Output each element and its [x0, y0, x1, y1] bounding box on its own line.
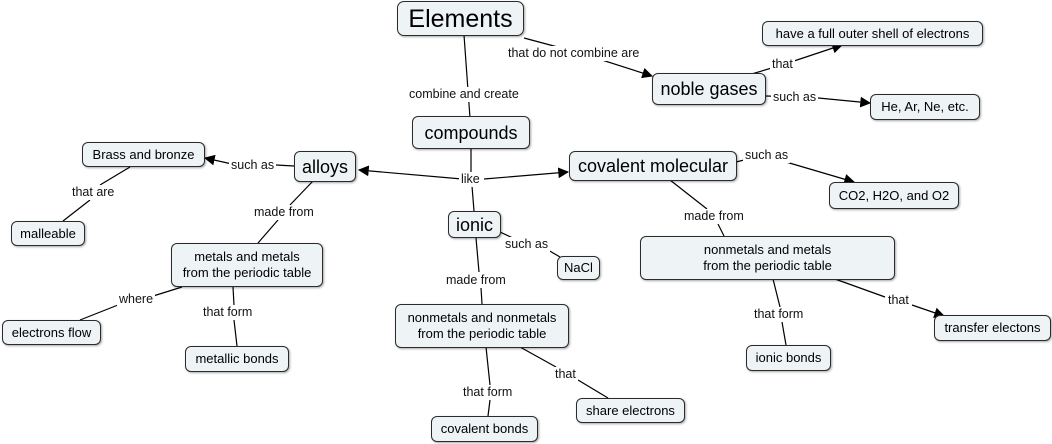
- node-electrons-flow[interactable]: electrons flow: [2, 320, 101, 345]
- link-nonmetals-to-that: [519, 346, 557, 368]
- link-suchas-to-brass: [203, 154, 233, 166]
- link-thatform-to-ionic-bonds: [781, 321, 787, 346]
- link-metals-to-thatform: [232, 286, 235, 306]
- link-madefrom-to-metals: [257, 219, 279, 244]
- node-share-electrons[interactable]: share electrons: [576, 398, 685, 423]
- link-metals-to-where: [149, 286, 183, 298]
- node-malleable[interactable]: malleable: [11, 221, 85, 246]
- label-made-from-ionic: made from: [444, 273, 508, 288]
- link-like-to-covalent: [483, 167, 570, 180]
- node-nonmetals-metals[interactable]: nonmetals and metals from the periodic t…: [640, 236, 895, 280]
- link-like-to-alloys: [357, 165, 463, 180]
- node-he-ar-ne[interactable]: He, Ar, Ne, etc.: [870, 94, 980, 120]
- node-compounds[interactable]: compounds: [412, 116, 530, 149]
- link-suchas-to-co2: [785, 161, 856, 185]
- link-thatform-to-covalent-bonds: [487, 399, 491, 417]
- link-ionic-to-madefrom: [475, 237, 480, 273]
- node-noble-gases[interactable]: noble gases: [652, 73, 766, 105]
- link-thatform-to-metallic: [233, 319, 238, 347]
- link-madefrom-to-nonmetals: [480, 287, 483, 305]
- node-nonmetals-nonmetals[interactable]: nonmetals and nonmetals from the periodi…: [395, 304, 569, 348]
- node-metallic-bonds[interactable]: metallic bonds: [185, 346, 289, 372]
- label-such-as-covalent: such as: [743, 148, 791, 163]
- link-covalent-to-suchas: [735, 159, 745, 163]
- label-that-form-metallic: that form: [201, 305, 255, 320]
- label-such-as-alloys: such as: [229, 158, 277, 173]
- label-that-do-not-combine: that do not combine are: [506, 46, 642, 61]
- label-that-transfer: that: [886, 293, 911, 308]
- link-nonmetals-metals-to-that: [834, 278, 886, 298]
- node-transfer-electons[interactable]: transfer electons: [934, 315, 1051, 341]
- label-such-as-ionic: such as: [503, 237, 551, 252]
- node-ionic[interactable]: ionic: [448, 211, 501, 238]
- link-nonmetals-metals-to-thatform: [772, 278, 781, 308]
- node-brass-bronze[interactable]: Brass and bronze: [82, 142, 205, 167]
- label-that-form-ionic: that form: [752, 307, 806, 322]
- link-that-to-transfer: [911, 304, 946, 318]
- link-that-are-to-malleable: [62, 199, 91, 222]
- node-full-outer-shell[interactable]: have a full outer shell of electrons: [762, 21, 983, 46]
- link-nonmetals-to-thatform: [485, 346, 491, 386]
- link-that-to-share: [577, 379, 609, 399]
- label-like: like: [459, 172, 482, 187]
- label-that-are: that are: [70, 185, 117, 200]
- node-metals-metals[interactable]: metals and metals from the periodic tabl…: [171, 243, 323, 287]
- link-madefrom-to-nonmetals-metals: [717, 223, 725, 237]
- link-elements-to-combine-label: [463, 34, 471, 119]
- label-where: where: [117, 292, 156, 307]
- node-covalent-molecular[interactable]: covalent molecular: [569, 151, 737, 181]
- node-co2-h2o-o2[interactable]: CO2, H2O, and O2: [829, 182, 959, 209]
- node-ionic-bonds[interactable]: ionic bonds: [746, 345, 831, 371]
- link-brass-to-that-are: [99, 166, 131, 186]
- label-that-share: that: [553, 367, 578, 382]
- label-that-noble: that: [770, 57, 795, 72]
- node-elements[interactable]: Elements: [397, 1, 524, 36]
- label-that-form-covalent: that form: [461, 385, 515, 400]
- link-where-to-electrons-flow: [79, 304, 119, 321]
- label-made-from-alloys: made from: [252, 205, 316, 220]
- label-combine-and-create: combine and create: [407, 87, 521, 102]
- node-covalent-bonds[interactable]: covalent bonds: [431, 416, 538, 442]
- node-nacl[interactable]: NaCl: [557, 256, 600, 280]
- link-suchas-to-he: [807, 96, 872, 108]
- label-such-as-noble: such as: [771, 90, 819, 105]
- link-covalent-to-madefrom: [669, 179, 708, 210]
- node-alloys[interactable]: alloys: [294, 151, 356, 182]
- link-alloys-to-suchas: [275, 164, 295, 167]
- link-like-to-ionic: [471, 185, 475, 212]
- label-made-from-covalent: made from: [682, 209, 746, 224]
- link-alloys-to-madefrom: [289, 180, 314, 206]
